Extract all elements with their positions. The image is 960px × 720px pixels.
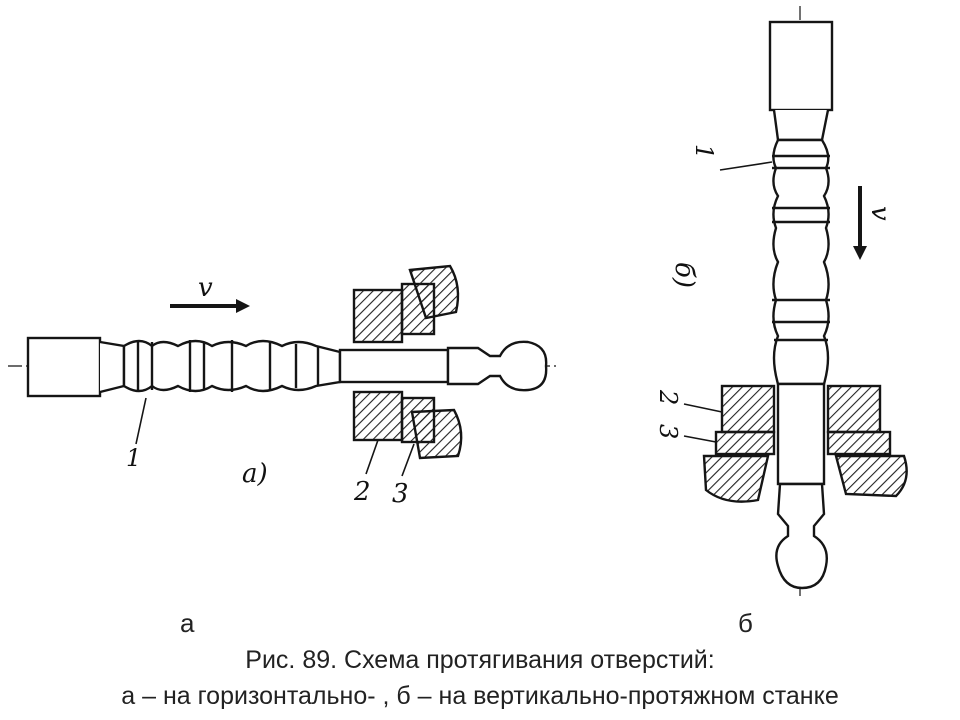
panel-label-b: б)	[669, 262, 699, 288]
broach-teeth-a	[122, 339, 342, 393]
part-label-3-a: 3	[392, 479, 409, 509]
part-label-1-b: 1	[690, 144, 718, 159]
panel-a-horizontal	[8, 264, 560, 477]
support-washer-b	[714, 430, 776, 456]
part-label-2-a: 2	[353, 477, 371, 507]
part-label-1-a: 1	[126, 444, 141, 472]
part-label-2-b: 2	[654, 389, 682, 405]
figure-caption-title: Рис. 89. Схема протягивания отверстий:	[245, 646, 715, 674]
broaching-diagram: v 1 2 3 а)	[8, 6, 908, 600]
speed-label-a: v	[198, 273, 213, 303]
broach-shank-b	[768, 20, 834, 112]
workpiece-b	[720, 384, 776, 434]
broach-teeth-b	[772, 138, 830, 386]
panel-b-vertical	[683, 6, 908, 600]
machine-table-b	[702, 454, 770, 503]
workpiece-a	[352, 288, 404, 344]
broach-rear-b	[775, 482, 828, 590]
panel-b-labels: v 1 2 3 б)	[654, 144, 895, 439]
subfigure-label-a: а	[180, 608, 195, 638]
panel-a-labels: v 1 2 3 а)	[126, 273, 409, 509]
speed-label-b: v	[865, 206, 895, 221]
subfigure-label-b: б	[738, 608, 753, 638]
figure-caption-description: а – на горизонтально- , б – на вертикаль…	[121, 682, 839, 710]
panel-label-a: а)	[242, 459, 268, 489]
broach-rear-a	[446, 340, 548, 392]
part-label-3-b: 3	[654, 424, 682, 439]
machine-wall-a	[408, 264, 460, 320]
broach-shank-a	[26, 336, 102, 398]
